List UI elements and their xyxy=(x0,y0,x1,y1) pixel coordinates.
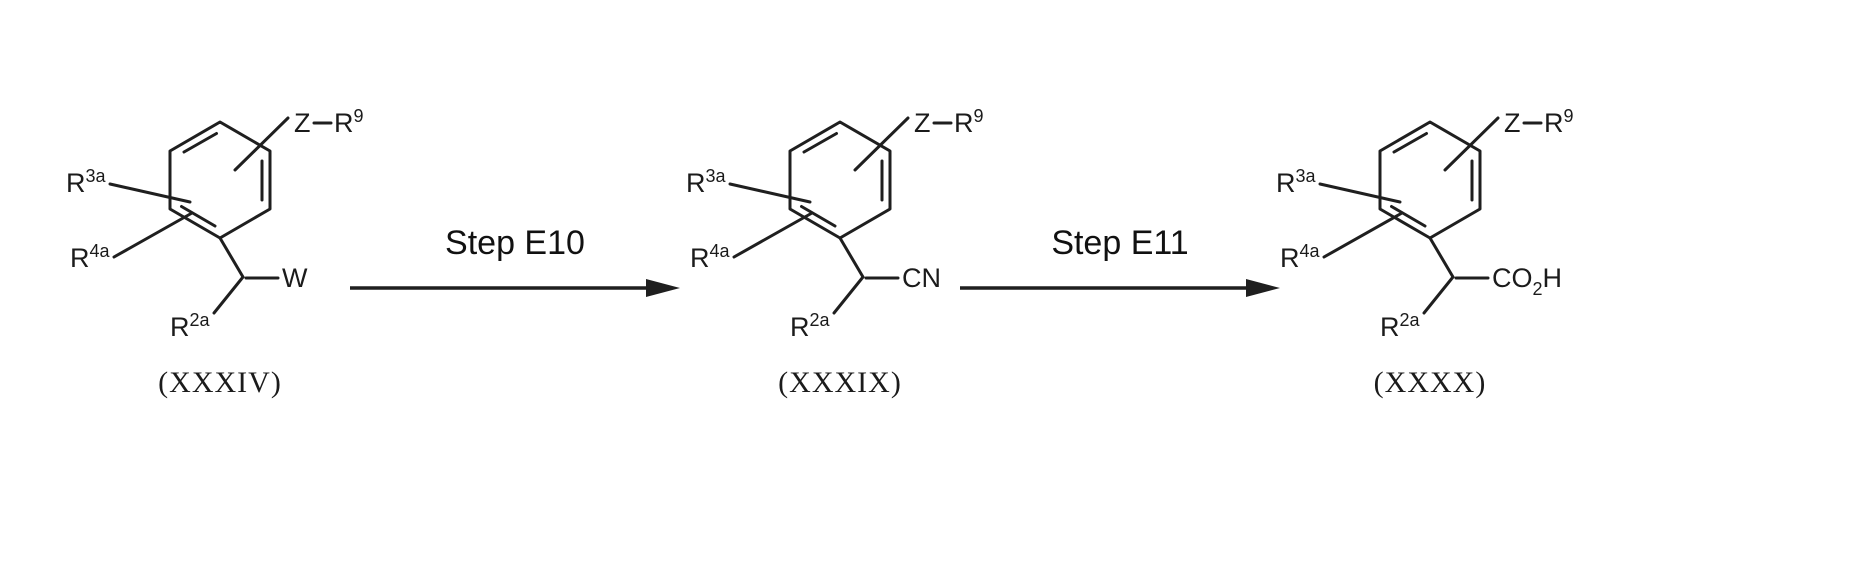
tail-group-label: W xyxy=(282,263,308,293)
compound-number-xxxix: (XXXIX) xyxy=(778,366,902,399)
compound-number-xxxx: (XXXX) xyxy=(1373,366,1487,399)
reaction-arrow-step-e10 xyxy=(350,279,680,297)
benzene-ring xyxy=(168,120,272,240)
tail-group-label: CO2H xyxy=(1492,263,1562,299)
tail-group-label: CN xyxy=(902,263,941,293)
r3a-label: R3a xyxy=(686,166,727,198)
compound-number-xxxiv: (XXXIV) xyxy=(158,366,282,399)
r9-label: R9 xyxy=(334,106,364,138)
r3a-label: R3a xyxy=(1276,166,1317,198)
reaction-arrow-step-e11 xyxy=(960,279,1280,297)
structure-xxxix: Z R9 R3a R4a R2a CN (XXXIX) xyxy=(650,70,1010,420)
r4a-label: R4a xyxy=(690,241,731,273)
z-label: Z xyxy=(1504,108,1521,138)
z-label: Z xyxy=(914,108,931,138)
benzene-ring xyxy=(1378,120,1482,240)
molecule-drawing-xxxiv: Z R9 R3a R4a R2a W xyxy=(66,106,364,342)
step-label-e10: Step E10 xyxy=(445,224,585,262)
structure-xxxiv: Z R9 R3a R4a R2a W (XXXIV) xyxy=(30,70,390,420)
r9-label: R9 xyxy=(1544,106,1574,138)
benzene-ring xyxy=(788,120,892,240)
substituent-bonds xyxy=(1318,116,1543,315)
structure-xxxx: Z R9 R3a R4a R2a CO2H (XXXX) xyxy=(1240,70,1600,420)
step-label-e11: Step E11 xyxy=(1051,224,1189,262)
r4a-label: R4a xyxy=(1280,241,1321,273)
r2a-label: R2a xyxy=(1380,310,1421,342)
molecule-drawing-xxxx: Z R9 R3a R4a R2a CO2H xyxy=(1276,106,1574,342)
z-label: Z xyxy=(294,108,311,138)
molecule-drawing-xxxix: Z R9 R3a R4a R2a CN xyxy=(686,106,984,342)
r2a-label: R2a xyxy=(170,310,211,342)
substituent-bonds xyxy=(108,116,333,315)
r3a-label: R3a xyxy=(66,166,107,198)
r2a-label: R2a xyxy=(790,310,831,342)
r4a-label: R4a xyxy=(70,241,111,273)
substituent-bonds xyxy=(728,116,953,315)
r9-label: R9 xyxy=(954,106,984,138)
